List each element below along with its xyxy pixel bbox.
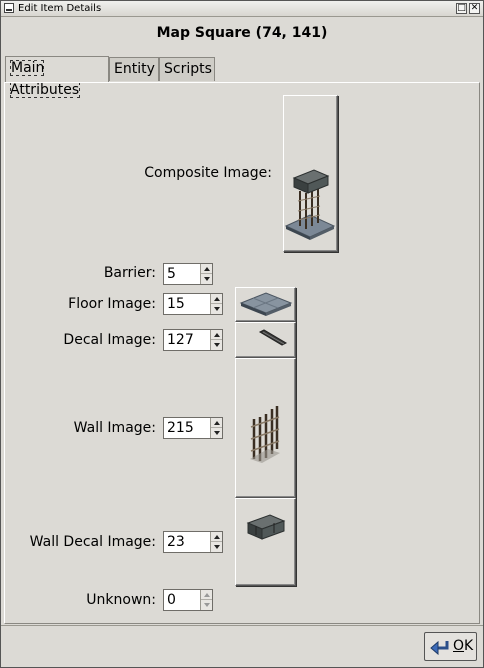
return-arrow-icon xyxy=(430,640,449,655)
tab-label: Main Attributes xyxy=(10,60,81,98)
unknown-label: Unknown: xyxy=(86,592,156,608)
spin-down-icon[interactable] xyxy=(211,304,222,314)
tab-label: Entity xyxy=(114,61,155,77)
footer-divider xyxy=(1,625,483,626)
spin-up-icon[interactable] xyxy=(211,330,222,340)
tab-entity[interactable]: Entity xyxy=(109,57,159,81)
ok-mnemonic: O xyxy=(453,638,465,654)
decal-image-preview xyxy=(235,322,296,358)
decal-strip-icon xyxy=(258,329,288,346)
decal-image-label: Decal Image: xyxy=(63,332,156,348)
page-title: Map Square (74, 141) xyxy=(156,25,328,41)
composite-tile-icon xyxy=(284,169,336,240)
title-bar: Edit Item Details □ ✕ xyxy=(1,1,483,17)
spin-up-icon[interactable] xyxy=(211,532,222,542)
window-menu-icon[interactable] xyxy=(4,3,14,13)
tab-label: Scripts xyxy=(164,61,212,77)
spin-down-icon[interactable] xyxy=(201,600,212,610)
wall-grate-icon xyxy=(250,406,280,463)
unknown-spinbox[interactable] xyxy=(163,589,213,611)
spin-up-icon[interactable] xyxy=(211,418,222,428)
close-button[interactable]: ✕ xyxy=(469,3,480,14)
floor-image-preview xyxy=(235,287,296,322)
tab-main-attributes[interactable]: Main Attributes xyxy=(5,56,109,98)
wall-image-spinbox[interactable] xyxy=(163,417,223,439)
wall-decal-image-preview xyxy=(235,498,296,586)
wall-decal-image-label: Wall Decal Image: xyxy=(29,534,156,550)
wall-decal-image-spin-arrows[interactable] xyxy=(210,532,222,552)
decal-image-spinbox[interactable] xyxy=(163,329,223,351)
wall-image-preview xyxy=(235,358,296,498)
barrier-input[interactable] xyxy=(164,264,202,284)
ok-button[interactable]: OK xyxy=(424,632,477,661)
maximize-button[interactable]: □ xyxy=(456,3,467,14)
floor-image-label: Floor Image: xyxy=(68,296,156,312)
tab-scripts[interactable]: Scripts xyxy=(159,57,215,81)
composite-image-preview xyxy=(283,95,338,252)
main-attributes-panel xyxy=(4,82,480,624)
floor-image-input[interactable] xyxy=(164,294,212,314)
floor-tile-icon xyxy=(239,292,293,316)
unknown-spin-arrows[interactable] xyxy=(200,590,212,610)
decal-image-spin-arrows[interactable] xyxy=(210,330,222,350)
composite-image-label: Composite Image: xyxy=(144,165,272,181)
floor-image-spinbox[interactable] xyxy=(163,293,223,315)
spin-up-icon[interactable] xyxy=(211,294,222,304)
wall-decal-image-spinbox[interactable] xyxy=(163,531,223,553)
floor-image-spin-arrows[interactable] xyxy=(210,294,222,314)
wall-decal-image-input[interactable] xyxy=(164,532,212,552)
ok-label: OK xyxy=(453,633,473,660)
spin-up-icon[interactable] xyxy=(201,590,212,600)
ok-label-rest: K xyxy=(464,638,474,654)
spin-down-icon[interactable] xyxy=(211,340,222,350)
wall-image-spin-arrows[interactable] xyxy=(210,418,222,438)
spin-down-icon[interactable] xyxy=(211,428,222,438)
wall-image-label: Wall Image: xyxy=(73,420,156,436)
barrier-spin-arrows[interactable] xyxy=(200,264,212,284)
spin-up-icon[interactable] xyxy=(201,264,212,274)
barrier-label: Barrier: xyxy=(103,265,156,281)
spin-down-icon[interactable] xyxy=(211,542,222,552)
wall-decal-icon xyxy=(246,514,286,540)
barrier-spinbox[interactable] xyxy=(163,263,213,285)
decal-image-input[interactable] xyxy=(164,330,212,350)
unknown-input[interactable] xyxy=(164,590,202,610)
spin-down-icon[interactable] xyxy=(201,274,212,284)
wall-image-input[interactable] xyxy=(164,418,212,438)
window-title: Edit Item Details xyxy=(18,3,102,14)
